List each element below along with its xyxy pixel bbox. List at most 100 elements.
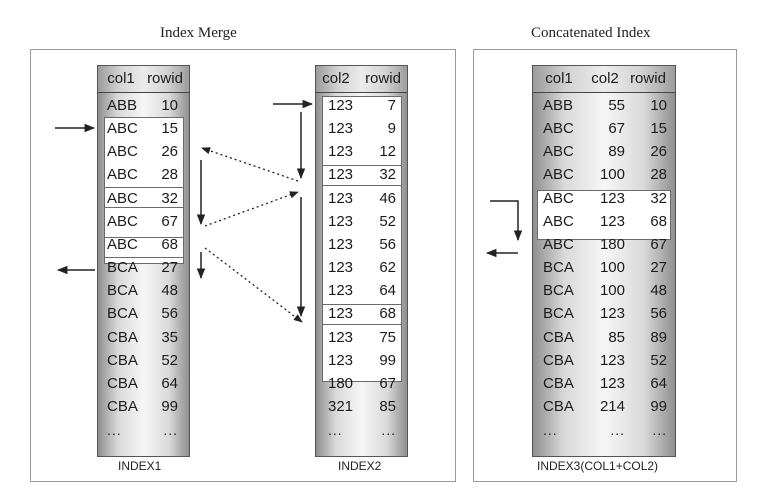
key-cell: CBA bbox=[107, 328, 138, 346]
key-cell: CBA bbox=[107, 374, 138, 392]
rowid-cell: 52 bbox=[650, 351, 667, 369]
header-col1: col1 bbox=[545, 70, 573, 87]
key-cell: 123 bbox=[328, 97, 354, 114]
concatenated-index-title: Concatenated Index bbox=[531, 25, 651, 41]
concatenated-index-panel bbox=[473, 49, 737, 482]
key-cell: ABC bbox=[107, 235, 138, 253]
rowid-cell: 67 bbox=[161, 212, 178, 230]
index3-range-box bbox=[537, 190, 671, 240]
key-cell: ... bbox=[610, 422, 625, 439]
rowid-cell: 26 bbox=[650, 143, 667, 161]
key-cell: 123 bbox=[328, 212, 354, 230]
key-cell: ABB bbox=[107, 97, 138, 114]
index3-label: INDEX3(COL1+COL2) bbox=[537, 459, 659, 473]
rowid-cell: 62 bbox=[379, 259, 396, 277]
key-cell: BCA bbox=[107, 282, 138, 300]
rowid-cell: 32 bbox=[161, 189, 178, 207]
rowid-cell: ... bbox=[652, 422, 667, 439]
key-cell: 123 bbox=[599, 305, 625, 323]
rowid-cell: 52 bbox=[161, 351, 178, 369]
key-cell: CBA bbox=[543, 328, 574, 346]
key-cell: 123 bbox=[599, 189, 625, 207]
index2-label: INDEX2 bbox=[338, 459, 382, 473]
rowid-cell: 99 bbox=[161, 397, 178, 415]
key-cell: ABC bbox=[107, 166, 138, 184]
key-cell: 123 bbox=[328, 120, 354, 138]
index2-match-box bbox=[322, 304, 402, 325]
key-cell: 123 bbox=[328, 282, 354, 300]
index1-match-box bbox=[104, 237, 184, 258]
rowid-cell: 68 bbox=[650, 212, 667, 230]
index1-header bbox=[98, 66, 189, 93]
key-cell: BCA bbox=[107, 259, 138, 277]
rowid-cell: 48 bbox=[161, 282, 178, 300]
rowid-cell: 85 bbox=[379, 397, 396, 415]
key-cell: ABC bbox=[543, 212, 574, 230]
key-cell: ABC bbox=[543, 189, 574, 207]
header-col1: col1 bbox=[107, 70, 135, 87]
key-cell: BCA bbox=[543, 259, 574, 277]
key-cell: 67 bbox=[608, 120, 625, 138]
key-cell: 123 bbox=[328, 235, 354, 253]
key-cell: 214 bbox=[599, 397, 625, 415]
key-cell: 180 bbox=[599, 235, 625, 253]
key-cell: ABB bbox=[543, 97, 574, 114]
rowid-cell: 67 bbox=[379, 374, 396, 392]
index2-match-box bbox=[322, 165, 402, 186]
rowid-cell: 64 bbox=[650, 374, 667, 392]
key-cell: 123 bbox=[599, 374, 625, 392]
index-merge-title: Index Merge bbox=[160, 25, 237, 41]
rowid-cell: 35 bbox=[161, 328, 178, 346]
key-cell: CBA bbox=[543, 351, 574, 369]
key-cell: CBA bbox=[543, 374, 574, 392]
key-cell: 123 bbox=[599, 212, 625, 230]
probe-arrow bbox=[201, 147, 299, 182]
rowid-cell: 26 bbox=[161, 143, 178, 161]
rowid-cell: 64 bbox=[379, 282, 396, 300]
key-cell: ... bbox=[328, 422, 343, 439]
key-cell: CBA bbox=[107, 351, 138, 369]
index1-label: INDEX1 bbox=[118, 459, 162, 473]
rowid-cell: 56 bbox=[161, 305, 178, 323]
probe-arrow bbox=[204, 191, 299, 227]
key-cell: ABC bbox=[543, 120, 574, 138]
rowid-cell: 9 bbox=[387, 120, 396, 138]
header-rowid: rowid bbox=[365, 70, 401, 87]
key-cell: 321 bbox=[328, 397, 354, 415]
key-cell: 100 bbox=[599, 259, 625, 277]
header-col2: col2 bbox=[322, 70, 350, 87]
rowid-cell: 32 bbox=[650, 189, 667, 207]
rowid-cell: 15 bbox=[650, 120, 667, 138]
rowid-cell: ... bbox=[163, 422, 178, 439]
index-merge-panel bbox=[30, 49, 456, 482]
key-cell: CBA bbox=[543, 397, 574, 415]
rowid-cell: 28 bbox=[650, 166, 667, 184]
rowid-cell: 89 bbox=[650, 328, 667, 346]
key-cell: ABC bbox=[543, 166, 574, 184]
key-cell: 123 bbox=[328, 305, 354, 323]
key-cell: ABC bbox=[107, 212, 138, 230]
key-cell: BCA bbox=[107, 305, 138, 323]
key-cell: BCA bbox=[543, 305, 574, 323]
key-cell: ABC bbox=[107, 120, 138, 138]
key-cell: 123 bbox=[328, 189, 354, 207]
key-cell: BCA bbox=[543, 282, 574, 300]
key-cell: ABC bbox=[107, 189, 138, 207]
rowid-cell: 10 bbox=[161, 97, 178, 114]
key-cell: ABC bbox=[543, 143, 574, 161]
key-cell: CBA bbox=[107, 397, 138, 415]
key-cell: ABC bbox=[107, 143, 138, 161]
key-cell: 123 bbox=[328, 259, 354, 277]
key-cell: 123 bbox=[328, 351, 354, 369]
header-col2: col2 bbox=[591, 70, 619, 87]
rowid-cell: 32 bbox=[379, 166, 396, 184]
key-cell: 100 bbox=[599, 282, 625, 300]
rowid-cell: 12 bbox=[379, 143, 396, 161]
index1-range-box bbox=[104, 117, 184, 264]
rowid-cell: 15 bbox=[161, 120, 178, 138]
key-cell: 89 bbox=[608, 143, 625, 161]
